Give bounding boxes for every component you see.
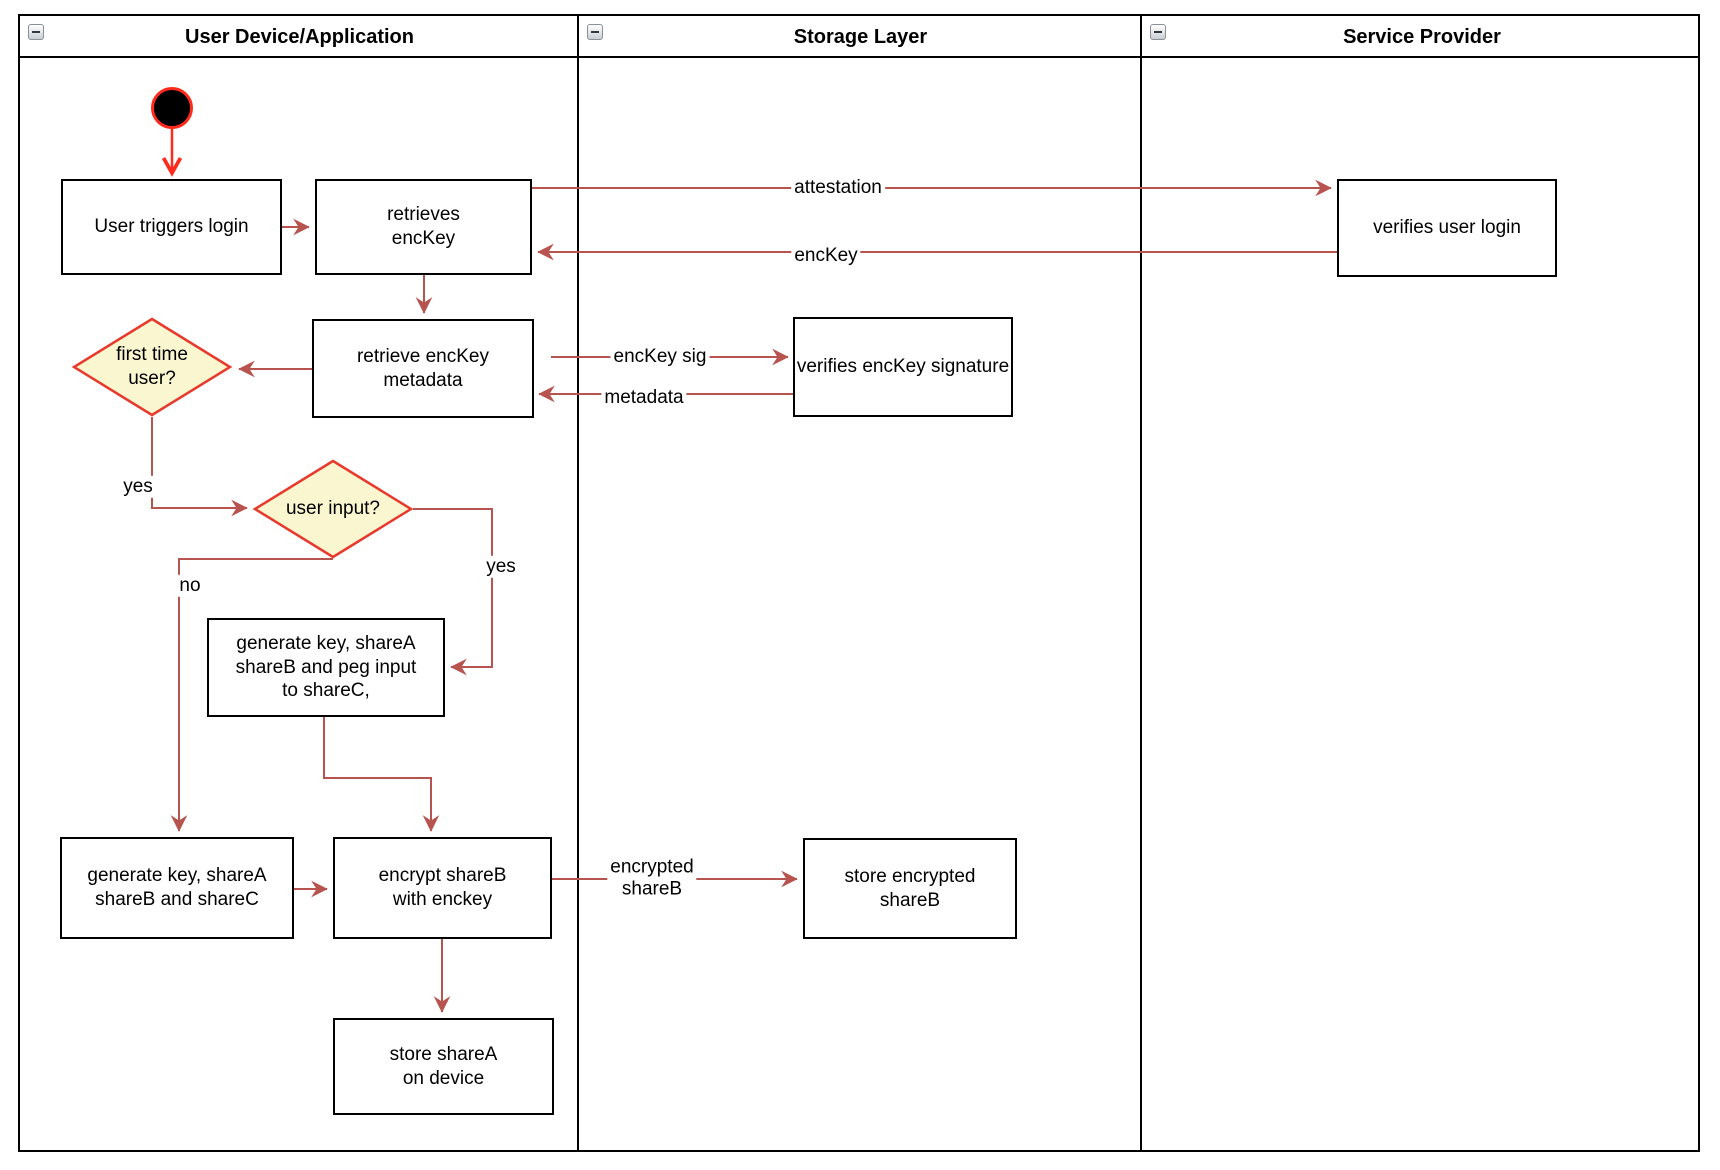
lane-header-band	[20, 16, 1698, 58]
edge-label-enckey-sig: encKey sig	[610, 345, 710, 369]
collapse-minus-icon[interactable]	[28, 24, 44, 40]
node-store-sharea-on-device[interactable]: store shareA on device	[333, 1018, 554, 1115]
node-verifies-user-login[interactable]: verifies user login	[1337, 179, 1557, 277]
node-generate-key-sharec[interactable]: generate key, shareA shareB and shareC	[60, 837, 294, 939]
lane-header-service-provider[interactable]: Service Provider	[1142, 16, 1702, 58]
node-encrypt-shareb[interactable]: encrypt shareB with enckey	[333, 837, 552, 939]
node-verifies-enckey-signature[interactable]: verifies encKey signature	[793, 317, 1013, 417]
decision-label: first time user?	[116, 344, 188, 389]
start-node[interactable]	[151, 87, 193, 129]
node-retrieves-enckey[interactable]: retrieves encKey	[315, 179, 532, 275]
lane-header-user-device[interactable]: User Device/Application	[20, 16, 579, 58]
edge-label-yes-user-input: yes	[483, 555, 519, 579]
collapse-minus-icon[interactable]	[587, 24, 603, 40]
edge-label-no-user-input: no	[176, 574, 204, 598]
node-store-encrypted-shareb[interactable]: store encrypted shareB	[803, 838, 1017, 939]
node-retrieve-enckey-metadata[interactable]: retrieve encKey metadata	[312, 319, 534, 418]
edge-label-yes-first-time: yes	[120, 475, 156, 499]
lane-title: User Device/Application	[185, 25, 414, 48]
diamond-shape	[71, 317, 233, 417]
node-user-triggers-login[interactable]: User triggers login	[61, 179, 282, 275]
edge-label-encrypted-shareb: encrypted shareB	[607, 856, 697, 902]
lane-title: Storage Layer	[793, 25, 928, 48]
edge-label-metadata: metadata	[601, 386, 687, 410]
diamond-shape	[252, 459, 414, 559]
decision-label: user input?	[285, 498, 380, 520]
edge-label-enckey: encKey	[791, 244, 861, 268]
node-generate-key-peg-input[interactable]: generate key, shareA shareB and peg inpu…	[207, 618, 445, 717]
edge-label-attestation: attestation	[791, 176, 885, 200]
lane-title: Service Provider	[1343, 25, 1501, 48]
lane-header-storage-layer[interactable]: Storage Layer	[579, 16, 1142, 58]
lane-storage-layer	[579, 16, 1142, 1150]
lane-user-device	[20, 16, 579, 1150]
swimlane-pool: User Device/Application Storage Layer Se…	[18, 14, 1700, 1152]
decision-user-input[interactable]: user input?	[252, 459, 414, 559]
decision-first-time-user[interactable]: first time user?	[71, 317, 233, 417]
collapse-minus-icon[interactable]	[1150, 24, 1166, 40]
